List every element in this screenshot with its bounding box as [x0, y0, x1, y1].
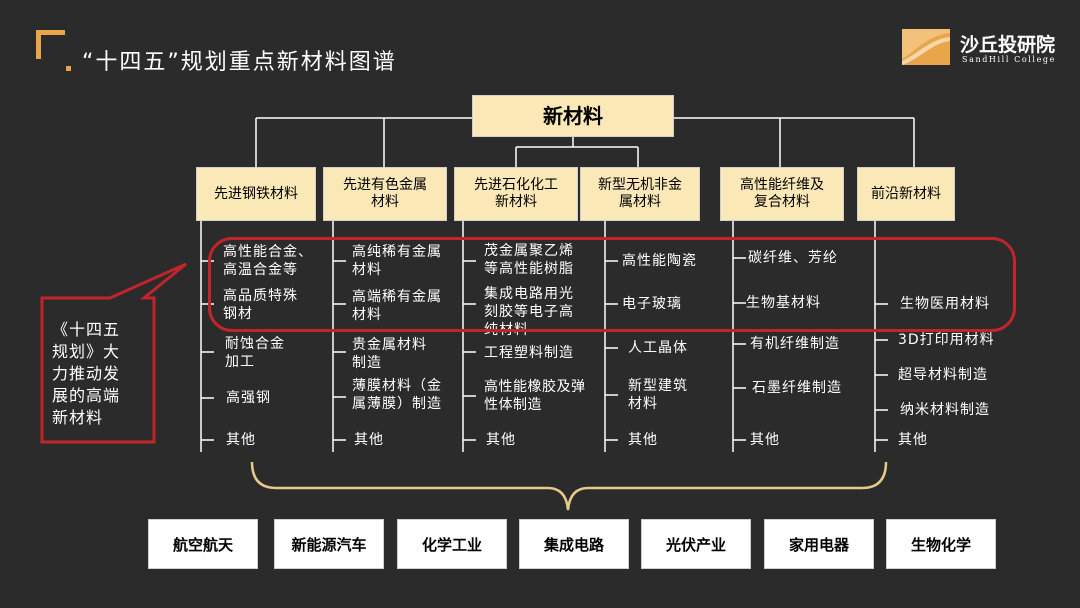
category-frontier-materials: 前沿新材料 — [857, 167, 955, 221]
list-item: 其他 — [354, 432, 384, 448]
list-item: 石墨纤维制造 — [752, 380, 842, 396]
category-fiber-composites: 高性能纤维及 复合材料 — [720, 167, 844, 221]
list-item: 超导材料制造 — [898, 367, 988, 383]
category-advanced-steel: 先进钢铁材料 — [196, 167, 316, 221]
list-item: 工程塑料制造 — [484, 345, 574, 361]
list-item: 高端稀有金属 材料 — [352, 289, 442, 323]
list-item: 纳米材料制造 — [900, 402, 990, 418]
callout-text: 《十四五 规划》大 力推动发 展的高端 新材料 — [52, 320, 121, 427]
list-item: 高强钢 — [226, 390, 271, 406]
list-item: 新型建筑 材料 — [628, 378, 688, 412]
category-inorganic-nonmetal: 新型无机非金 属材料 — [580, 167, 700, 221]
list-item: 其他 — [898, 432, 928, 448]
application-integrated-circuit: 集成电路 — [519, 519, 629, 569]
list-item: 高性能合金、 高温合金等 — [223, 244, 313, 278]
list-item: 高性能橡胶及弹 性体制造 — [484, 379, 586, 413]
list-item: 人工晶体 — [628, 340, 688, 356]
sandhill-logo-icon — [902, 29, 950, 65]
application-new-energy-vehicle: 新能源汽车 — [274, 519, 384, 569]
list-item: 其他 — [226, 432, 256, 448]
logo-name-cn: 沙丘投研院 — [960, 34, 1056, 56]
application-home-appliances: 家用电器 — [764, 519, 874, 569]
application-chemical-industry: 化学工业 — [397, 519, 507, 569]
list-item: 其他 — [628, 432, 658, 448]
list-item: 贵金属材料 制造 — [352, 337, 427, 371]
highlight-oval — [208, 237, 1016, 332]
logo-name-en: SandHill College — [962, 55, 1056, 64]
list-item: 薄膜材料（金 属薄膜）制造 — [352, 378, 442, 412]
list-item: 碳纤维、芳纶 — [748, 250, 838, 266]
root-node-new-materials: 新材料 — [472, 95, 674, 137]
corner-bracket-decoration — [36, 30, 71, 71]
list-item: 高纯稀有金属 材料 — [352, 244, 442, 278]
category-petrochemical: 先进石化化工 新材料 — [454, 167, 578, 221]
list-item: 茂金属聚乙烯 等高性能树脂 — [484, 243, 574, 277]
application-biochemistry: 生物化学 — [886, 519, 996, 569]
application-photovoltaic: 光伏产业 — [641, 519, 751, 569]
list-item: 生物基材料 — [746, 295, 821, 311]
category-nonferrous-metals: 先进有色金属 材料 — [323, 167, 447, 221]
list-item: 电子玻璃 — [622, 296, 682, 312]
list-item: 高性能陶瓷 — [622, 253, 697, 269]
list-item: 有机纤维制造 — [750, 336, 840, 352]
list-item: 生物医用材料 — [900, 296, 990, 312]
callout-box — [40, 262, 187, 444]
list-item: 其他 — [486, 432, 516, 448]
list-item: 3D打印用材料 — [898, 332, 995, 348]
application-aerospace: 航空航天 — [148, 519, 258, 569]
list-item: 集成电路用光 刻胶等电子高 纯材料 — [484, 286, 574, 338]
list-item: 其他 — [750, 432, 780, 448]
list-item: 耐蚀合金 加工 — [225, 336, 285, 370]
page-title: “十四五”规划重点新材料图谱 — [82, 50, 397, 75]
